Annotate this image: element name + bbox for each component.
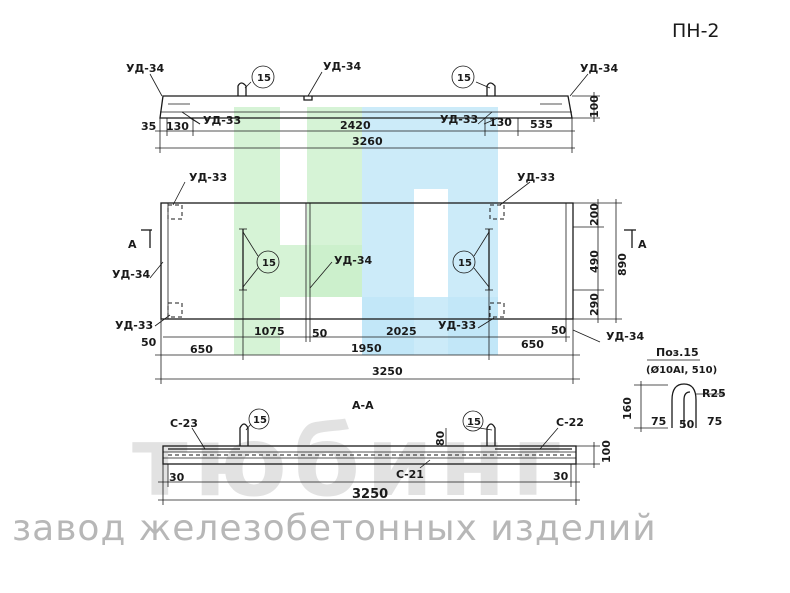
plan-ud33-bottom-left: УД-33	[115, 319, 153, 332]
top-dim-130-left: 130	[166, 120, 189, 133]
section-mark-left: А	[128, 238, 137, 251]
detail-pos15	[634, 359, 724, 432]
plan-ud33-bottom-right: УД-33	[438, 319, 476, 332]
detail-dim-50: 50	[679, 418, 695, 431]
plan-dim-3250: 3250	[372, 365, 403, 378]
section-dim-100: 100	[600, 440, 613, 463]
top-ud34-mid: УД-34	[323, 60, 361, 73]
pos15-marker-top-left	[251, 65, 275, 89]
top-ud33-left: УД-33	[203, 114, 241, 127]
plan-ud33-top-left: УД-33	[189, 171, 227, 184]
section-c23: С-23	[170, 417, 198, 430]
section-circle-left	[248, 408, 270, 430]
top-ud33-right: УД-33	[440, 113, 478, 126]
top-dim-100: 100	[588, 95, 601, 118]
section-dim-80: 80	[434, 430, 447, 446]
lifting-loop-left	[237, 82, 247, 96]
section-pos15-left: 15	[253, 415, 267, 426]
plan-dim-1075: 1075	[254, 325, 285, 338]
plan-dim-50-b: 50	[551, 324, 567, 337]
plan-dim-650-right: 650	[521, 338, 544, 351]
plan-dim-290: 290	[588, 293, 601, 316]
section-view	[158, 408, 600, 505]
top-dim-2420: 2420	[340, 119, 371, 132]
plan-ud34-mid: УД-34	[334, 254, 372, 267]
top-ud34-left: УД-34	[126, 62, 164, 75]
drawing-title: ПН-2	[672, 20, 720, 42]
section-c22: С-22	[556, 416, 584, 429]
logo-cyan-right	[448, 107, 498, 355]
top-dim-3260: 3260	[352, 135, 383, 148]
detail-dim-75-left: 75	[651, 415, 666, 428]
plan-ud33-top-right: УД-33	[517, 171, 555, 184]
top-view	[149, 65, 600, 153]
top-dim-35: 35	[141, 120, 156, 133]
pos15-marker-top-right	[451, 65, 475, 89]
plan-ud34-left: УД-34	[112, 268, 150, 281]
plan-dim-650-left: 650	[190, 343, 213, 356]
section-dim-3250: 3250	[352, 487, 388, 502]
detail-subtitle: (Ø10AI, 510)	[646, 364, 717, 376]
logo-green-right	[307, 107, 362, 297]
lifting-loop-right	[486, 82, 496, 96]
top-pos15-left: 15	[257, 73, 271, 84]
watermark-tagline: завод железобетонных изделий	[12, 508, 657, 549]
plan-ud34-right: УД-34	[606, 330, 644, 343]
logo-green-left	[234, 107, 280, 355]
plan-view	[141, 181, 636, 384]
top-pos15-right: 15	[457, 73, 471, 84]
plan-pos15-right: 15	[458, 258, 472, 269]
section-mark-right: А	[638, 238, 647, 251]
section-loop-right	[486, 423, 496, 446]
plan-dim-890: 890	[616, 253, 629, 276]
section-dim-30-right: 30	[553, 470, 569, 483]
plan-dim-490: 490	[588, 250, 601, 273]
hook-shape	[671, 383, 697, 428]
section-c21: С-21	[396, 468, 424, 481]
top-dim-130-right: 130	[489, 116, 512, 129]
pos15-marker-plan-right	[452, 250, 476, 274]
top-dim-535: 535	[530, 118, 553, 131]
plan-dim-200: 200	[588, 203, 601, 226]
plan-dim-2025: 2025	[386, 325, 417, 338]
top-ud34-right: УД-34	[580, 62, 618, 75]
section-circle-right	[462, 410, 484, 432]
section-pos15-right: 15	[467, 417, 481, 428]
plan-pos15-left: 15	[262, 258, 276, 269]
section-title: А-А	[352, 399, 374, 412]
plan-dim-1950: 1950	[351, 342, 382, 355]
pos15-marker-plan-left	[256, 250, 280, 274]
detail-title: Поз.15	[656, 346, 699, 359]
detail-dim-160: 160	[621, 397, 634, 420]
detail-r25: R25	[702, 387, 726, 400]
plan-dim-50-c: 50	[141, 336, 157, 349]
detail-dim-75-right: 75	[707, 415, 722, 428]
plan-dim-50-a: 50	[312, 327, 328, 340]
section-dim-30-left: 30	[169, 471, 185, 484]
